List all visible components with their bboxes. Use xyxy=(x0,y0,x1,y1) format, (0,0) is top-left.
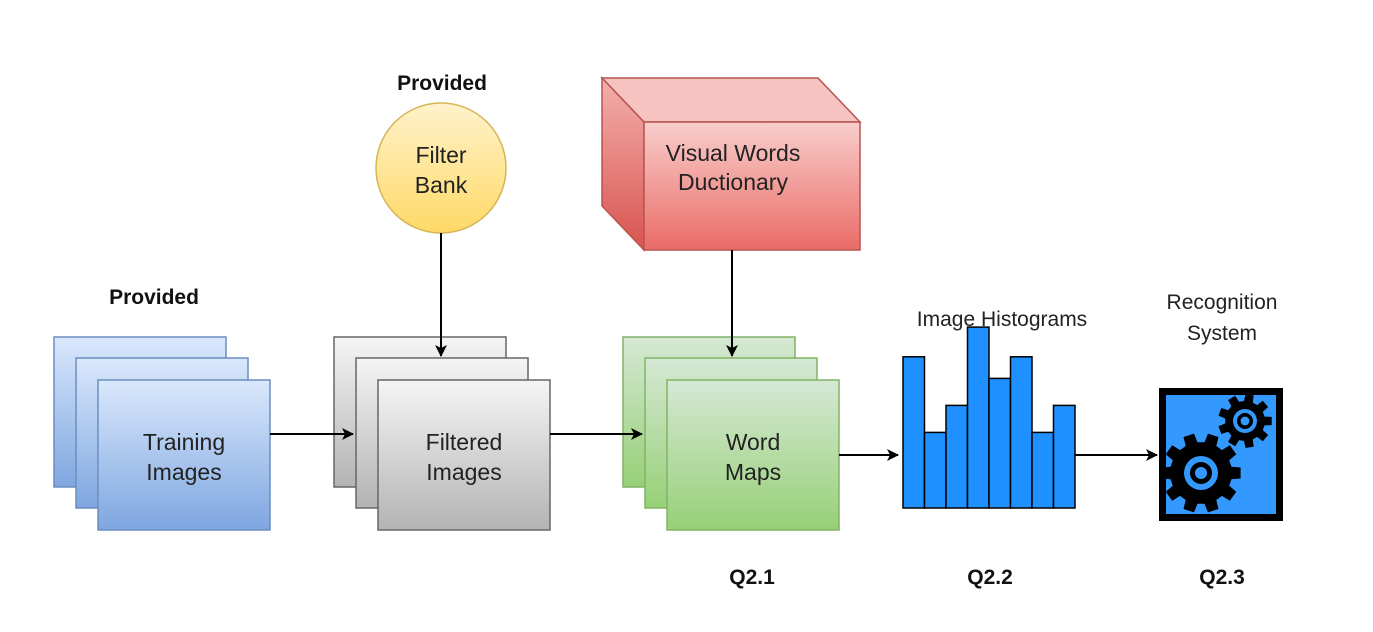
dictionary-front-face xyxy=(643,121,861,251)
training-images-label-line1: Training xyxy=(143,429,225,455)
histogram-bar xyxy=(1009,356,1033,509)
dictionary-top-face xyxy=(600,77,862,123)
q21-label: Q2.1 xyxy=(729,566,775,589)
training-images-label-line2: Images xyxy=(146,459,221,485)
histogram-bar xyxy=(902,356,926,509)
visual-words-dictionary-node: Visual Words Ductionary xyxy=(600,76,862,252)
histogram-icon xyxy=(902,326,1076,509)
large-gear-icon xyxy=(1161,433,1241,513)
filtered-images-label-line2: Images xyxy=(426,459,501,485)
recognition-title-line1: Recognition xyxy=(1167,291,1278,314)
word-maps-label-line1: Word xyxy=(726,429,781,455)
dictionary-label-line1: Visual Words xyxy=(666,140,801,166)
histogram-bar xyxy=(923,431,947,509)
recognition-title-line2: System xyxy=(1187,322,1257,345)
training-images-stack: Training Images xyxy=(53,336,271,531)
histogram-bar xyxy=(966,326,990,509)
filter-bank-label-line2: Bank xyxy=(415,172,468,198)
word-map-card-front xyxy=(666,379,840,531)
provided-label-top: Provided xyxy=(397,72,487,95)
filtered-image-card-front xyxy=(377,379,551,531)
small-gear-icon xyxy=(1218,394,1272,448)
histograms-title: Image Histograms xyxy=(917,308,1087,331)
training-image-card-front xyxy=(97,379,271,531)
filtered-images-stack: Filtered Images xyxy=(333,336,551,531)
histogram-bar xyxy=(988,377,1012,509)
filter-bank-label-line1: Filter xyxy=(415,142,466,168)
filter-bank-circle xyxy=(375,102,507,234)
q22-label: Q2.2 xyxy=(967,566,1013,589)
word-maps-label-line2: Maps xyxy=(725,459,781,485)
filter-bank-node: Filter Bank xyxy=(375,102,507,234)
filtered-images-label-line1: Filtered xyxy=(426,429,503,455)
histogram-bar xyxy=(1031,431,1055,509)
provided-label-left: Provided xyxy=(109,286,199,309)
word-maps-stack: Word Maps xyxy=(622,336,840,531)
gears-icon xyxy=(1159,388,1283,521)
dictionary-label-line2: Ductionary xyxy=(678,169,788,195)
histogram-bar xyxy=(945,404,969,509)
histogram-bar xyxy=(1052,404,1076,509)
q23-label: Q2.3 xyxy=(1199,566,1245,589)
